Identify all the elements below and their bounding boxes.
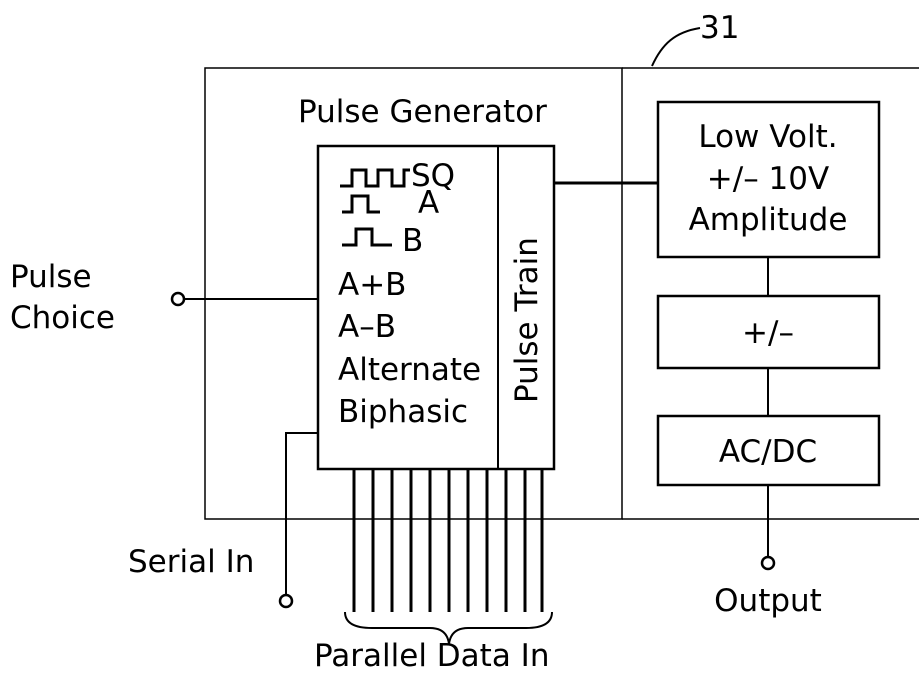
parallel-data-brace (344, 611, 553, 645)
coupling-block (656, 414, 881, 487)
pulse-generator-panel (204, 67, 623, 520)
mode-biphasic: Biphasic (338, 394, 468, 430)
reference-number: 31 (700, 10, 739, 46)
parallel-data-lines (352, 469, 544, 612)
coupling-label: AC/DC (719, 434, 817, 470)
waveform-label-a: A (418, 185, 439, 221)
pulse-generator-title: Pulse Generator (298, 94, 547, 130)
pulse-choice-label-line2: Choice (10, 300, 115, 336)
waveform-label-b: B (402, 223, 423, 259)
mode-a-minus-b: A–B (338, 309, 396, 345)
serial-in-terminal (278, 593, 294, 609)
pulse-choice-label-line1: Pulse (10, 259, 92, 295)
amplitude-block (656, 100, 881, 259)
polarity-label: +/– (742, 315, 794, 351)
pulse-train-label: Pulse Train (509, 237, 545, 403)
waveform-label-sq: SQ (411, 158, 455, 194)
parallel-data-in-label: Parallel Data In (314, 638, 549, 674)
polarity-block (656, 294, 881, 370)
amplitude-label-line2: +/– 10V (707, 161, 829, 197)
reference-leader-line (651, 27, 701, 67)
pulse-choice-terminal (170, 291, 186, 307)
mode-alternate: Alternate (338, 352, 481, 388)
serial-in-wire (285, 432, 318, 595)
amplitude-label-line1: Low Volt. (698, 119, 837, 155)
output-label: Output (714, 583, 822, 619)
square-wave-train-icon (340, 168, 410, 188)
pulse-wave-icon (342, 227, 392, 247)
amplitude-label-line3: Amplitude (689, 202, 848, 238)
pulse-wave-icon (342, 194, 380, 214)
serial-in-label: Serial In (128, 544, 254, 580)
mode-a-plus-b: A+B (338, 267, 406, 303)
output-terminal (760, 555, 776, 571)
output-panel-border (622, 67, 919, 520)
waveform-selector-block (316, 144, 556, 471)
